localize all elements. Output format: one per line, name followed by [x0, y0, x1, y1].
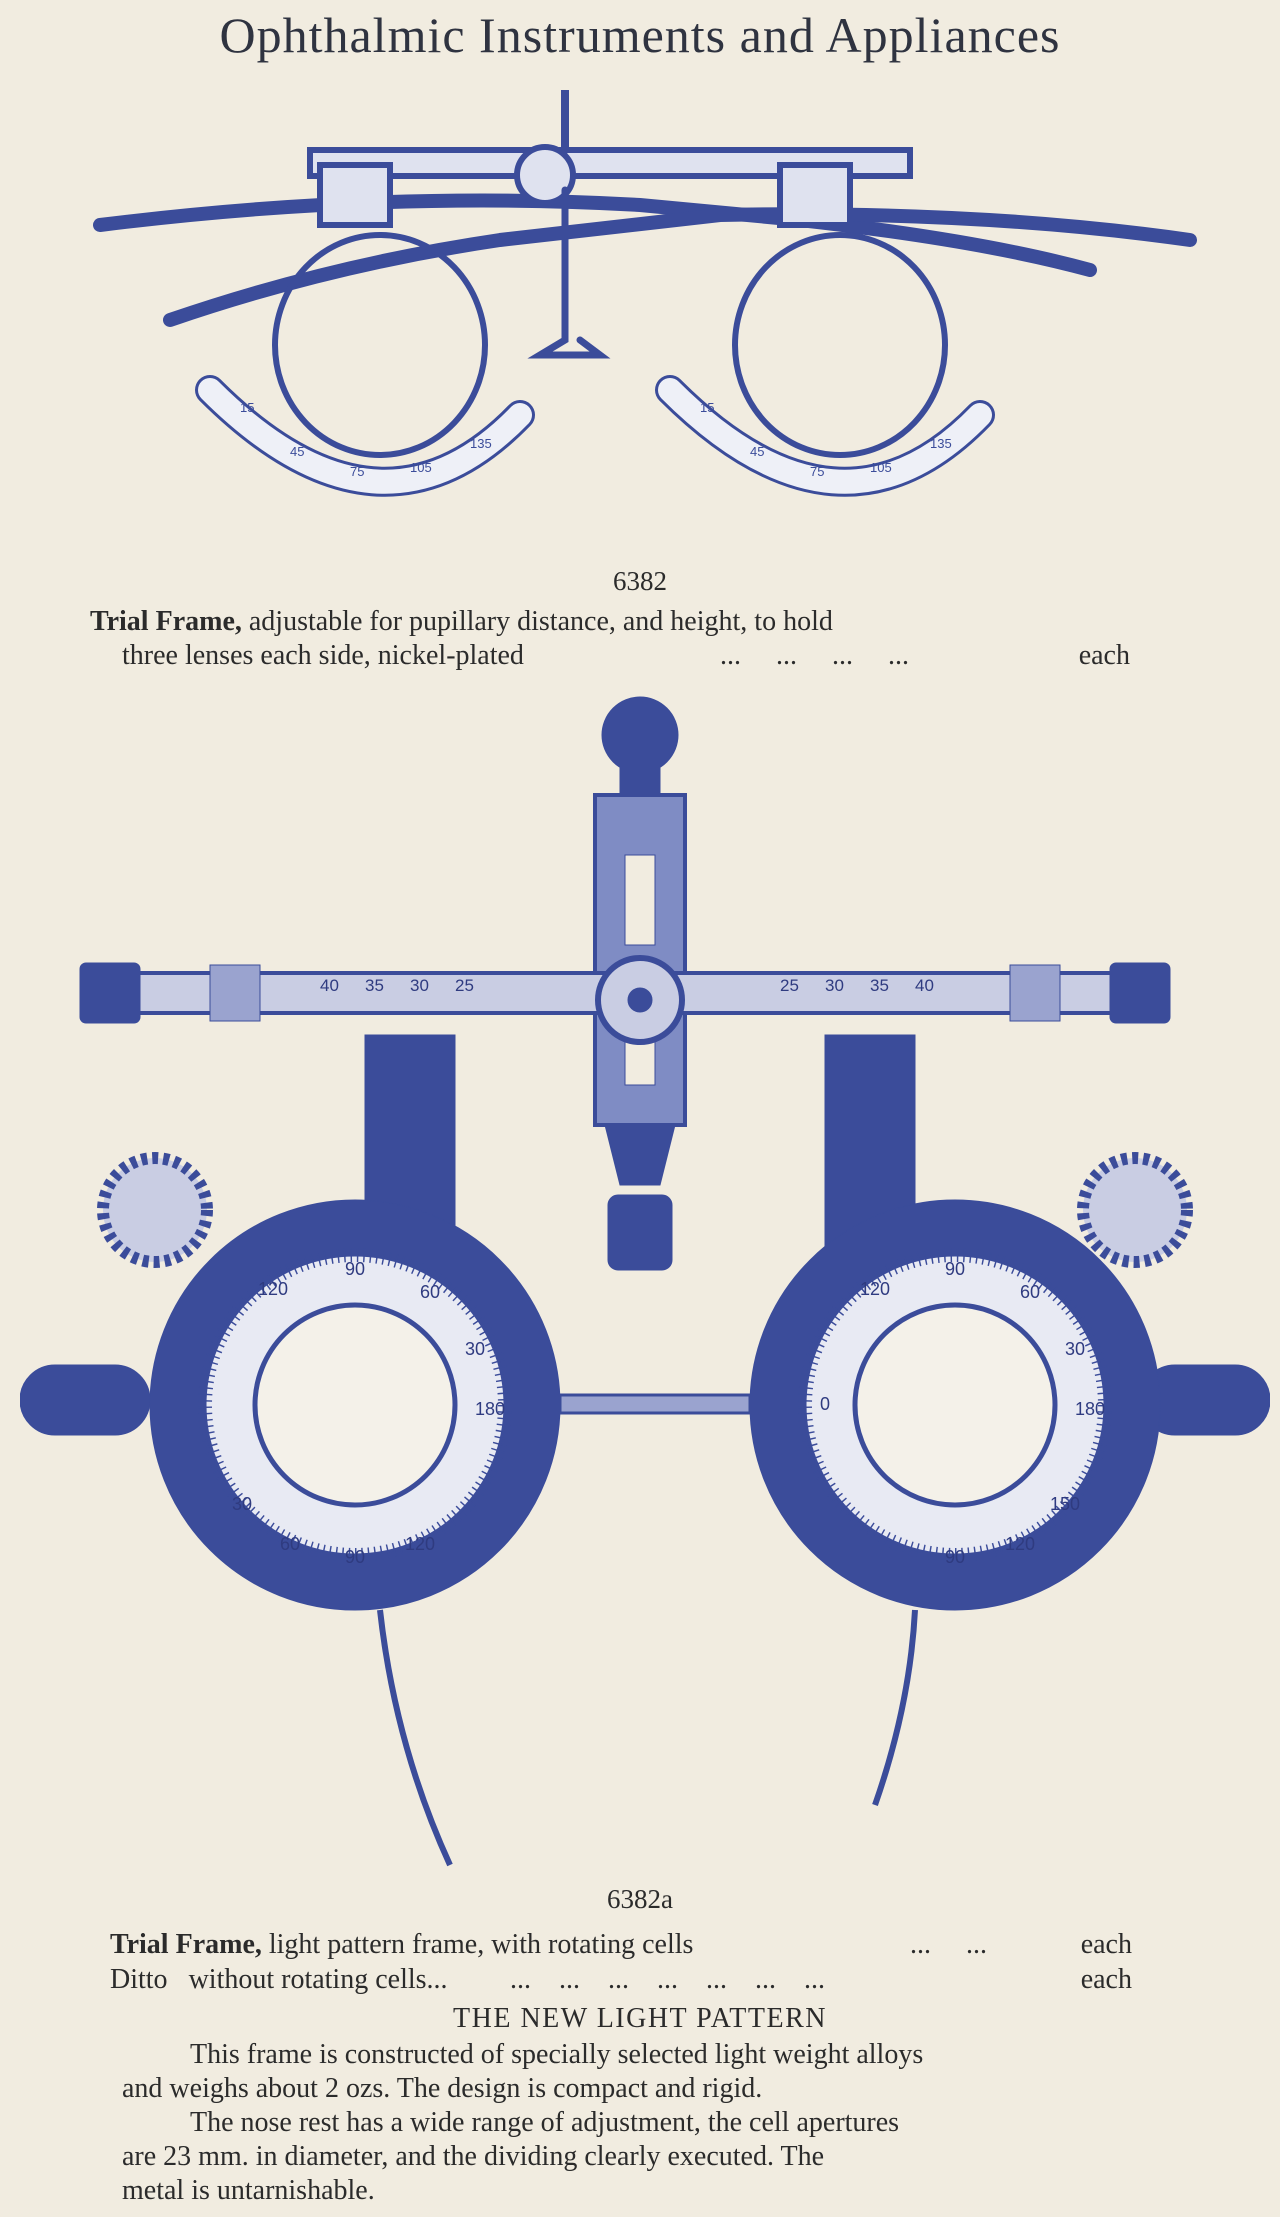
ruler-label: 35	[870, 976, 889, 995]
dial-label: 120	[860, 1279, 890, 1299]
ruler-label: 40	[320, 976, 339, 995]
scale-label: 45	[290, 444, 304, 459]
dial-label: 120	[405, 1534, 435, 1554]
item-6382-line-1: Trial Frame, adjustable for pupillary di…	[90, 606, 833, 638]
dial-label: 120	[258, 1279, 288, 1299]
dial-label: 60	[280, 1534, 300, 1554]
dial-label: 60	[1020, 1282, 1040, 1302]
scale-label: 45	[750, 444, 764, 459]
leader-dots: ... ... ... ... ... ... ...	[510, 1964, 825, 1995]
trial-frame-6382a-illustration: 40 35 30 25 25 30 35 40 120 90 60 30 180…	[20, 696, 1270, 1867]
dial-label: 60	[420, 1282, 440, 1302]
scale-label: 105	[410, 460, 432, 475]
price-unit: each	[1080, 1964, 1132, 1995]
scale-label: 15	[700, 400, 714, 415]
scale-label: 135	[930, 436, 952, 451]
page-title: Ophthalmic Instruments and Appliances	[219, 7, 1061, 63]
dial-label: 90	[945, 1259, 965, 1279]
paragraph-1-line-1: This frame is constructed of specially s…	[190, 2039, 924, 2070]
dial-label: 90	[345, 1259, 365, 1279]
price-unit: each	[1080, 1929, 1132, 1960]
item-name: Trial Frame,	[90, 606, 242, 637]
catalog-number-6382: 6382	[613, 566, 667, 596]
item-description: light pattern frame, with rotating cells	[268, 1929, 694, 1960]
trial-frame-6382-illustration: 15 45 75 105 135 15 45 75 105 135	[93, 90, 1197, 497]
scale-label: 75	[350, 464, 364, 479]
item-6382a-line-1: Trial Frame, light pattern frame, with r…	[110, 1929, 693, 1961]
paragraph-2-line-3: metal is untarnishable.	[122, 2175, 375, 2206]
dial-label: 90	[345, 1547, 365, 1567]
scale-label: 135	[470, 436, 492, 451]
dial-label: 150	[1050, 1494, 1080, 1514]
catalog-number-6382a: 6382a	[607, 1884, 673, 1914]
price-unit: each	[1078, 640, 1130, 671]
paragraph-2-line-1: The nose rest has a wide range of adjust…	[190, 2107, 900, 2138]
dial-label: 30	[232, 1494, 252, 1514]
dial-label: 90	[945, 1547, 965, 1567]
item-description: three lenses each side, nickel-plated	[122, 640, 524, 671]
scale-label: 75	[810, 464, 824, 479]
ruler-label: 30	[825, 976, 844, 995]
dial-label: 120	[1005, 1534, 1035, 1554]
dial-label: 180	[1075, 1399, 1105, 1419]
dial-label: 30	[1065, 1339, 1085, 1359]
item-6382-line-2: three lenses each side, nickel-plated	[122, 640, 524, 672]
item-description: adjustable for pupillary distance, and h…	[248, 606, 833, 637]
ruler-label: 30	[410, 976, 429, 995]
dial-label: 30	[465, 1339, 485, 1359]
leader-dots: ... ...	[910, 1929, 987, 1960]
item-6382a-line-2: Ditto without rotating cells...	[110, 1964, 448, 1996]
section-heading: THE NEW LIGHT PATTERN	[453, 2003, 827, 2034]
paragraph-2-line-2: are 23 mm. in diameter, and the dividing…	[122, 2141, 824, 2172]
ruler-label: 25	[780, 976, 799, 995]
scale-label: 105	[870, 460, 892, 475]
item-name: Ditto	[110, 1964, 168, 1995]
dial-label: 180	[475, 1399, 505, 1419]
ruler-label: 25	[455, 976, 474, 995]
item-description: without rotating cells...	[188, 1964, 448, 1995]
ruler-label: 35	[365, 976, 384, 995]
item-name: Trial Frame,	[110, 1929, 262, 1960]
dial-label: 0	[820, 1394, 830, 1414]
leader-dots: ... ... ... ...	[720, 640, 909, 671]
ruler-label: 40	[915, 976, 934, 995]
paragraph-1-line-2: and weighs about 2 ozs. The design is co…	[122, 2073, 763, 2104]
scale-label: 15	[240, 400, 254, 415]
